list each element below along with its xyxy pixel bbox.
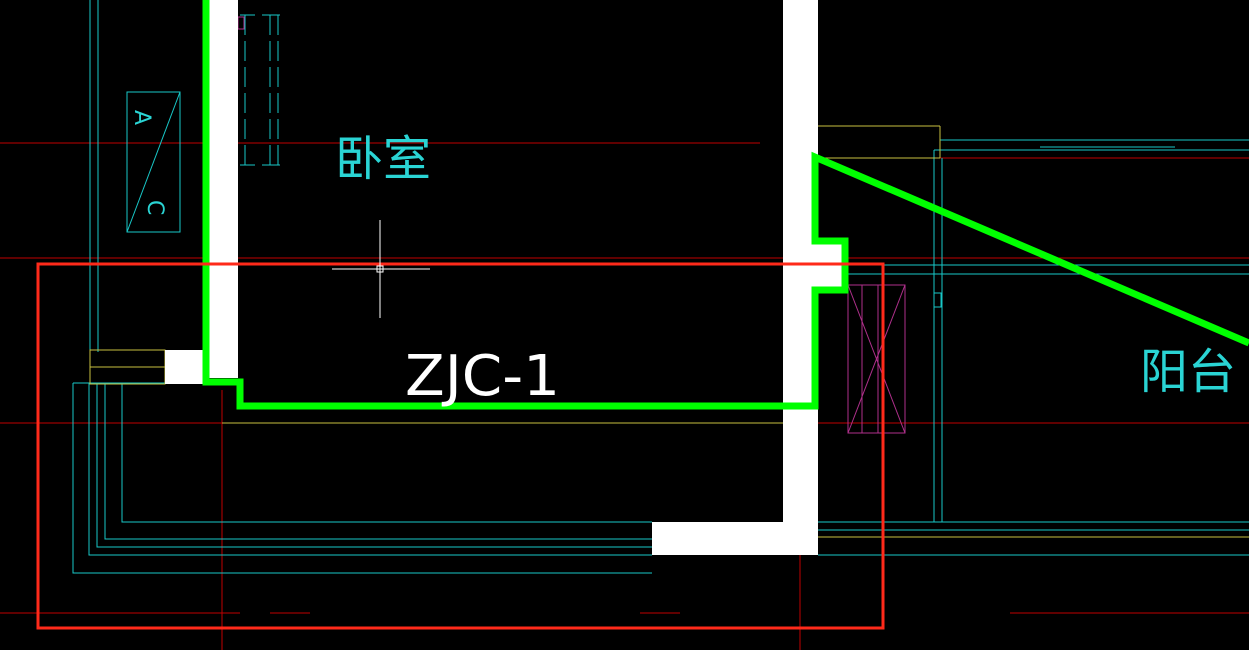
wall-bottom-stub (652, 522, 818, 555)
wall-fills (165, 0, 846, 555)
yellow-lines (89, 125, 1249, 538)
wall-left-stub (165, 350, 206, 384)
door-opening-symbol (847, 284, 906, 434)
element-label-zjc: ZJC-1 (405, 344, 560, 409)
highlighted-element-outline[interactable] (202, 0, 1249, 410)
room-label-bedroom: 卧室 (335, 131, 431, 187)
cyan-wall-lines-left (72, 0, 652, 574)
axis-grid-lines (0, 142, 1249, 650)
ac-unit-outline (126, 91, 181, 233)
window-symbol-top (240, 14, 280, 166)
cyan-wall-lines-right (818, 139, 1249, 556)
ac-unit-letter-a: A (129, 110, 154, 125)
room-label-balcony: 阳台 (1140, 344, 1236, 400)
crosshair-cursor-icon (332, 220, 430, 318)
ac-unit-diagonal (126, 91, 181, 233)
wall-left-vertical (206, 0, 238, 378)
ac-unit-letter-c: C (142, 200, 167, 215)
selection-rectangle[interactable] (36, 262, 885, 630)
small-magenta-mark (237, 16, 245, 30)
